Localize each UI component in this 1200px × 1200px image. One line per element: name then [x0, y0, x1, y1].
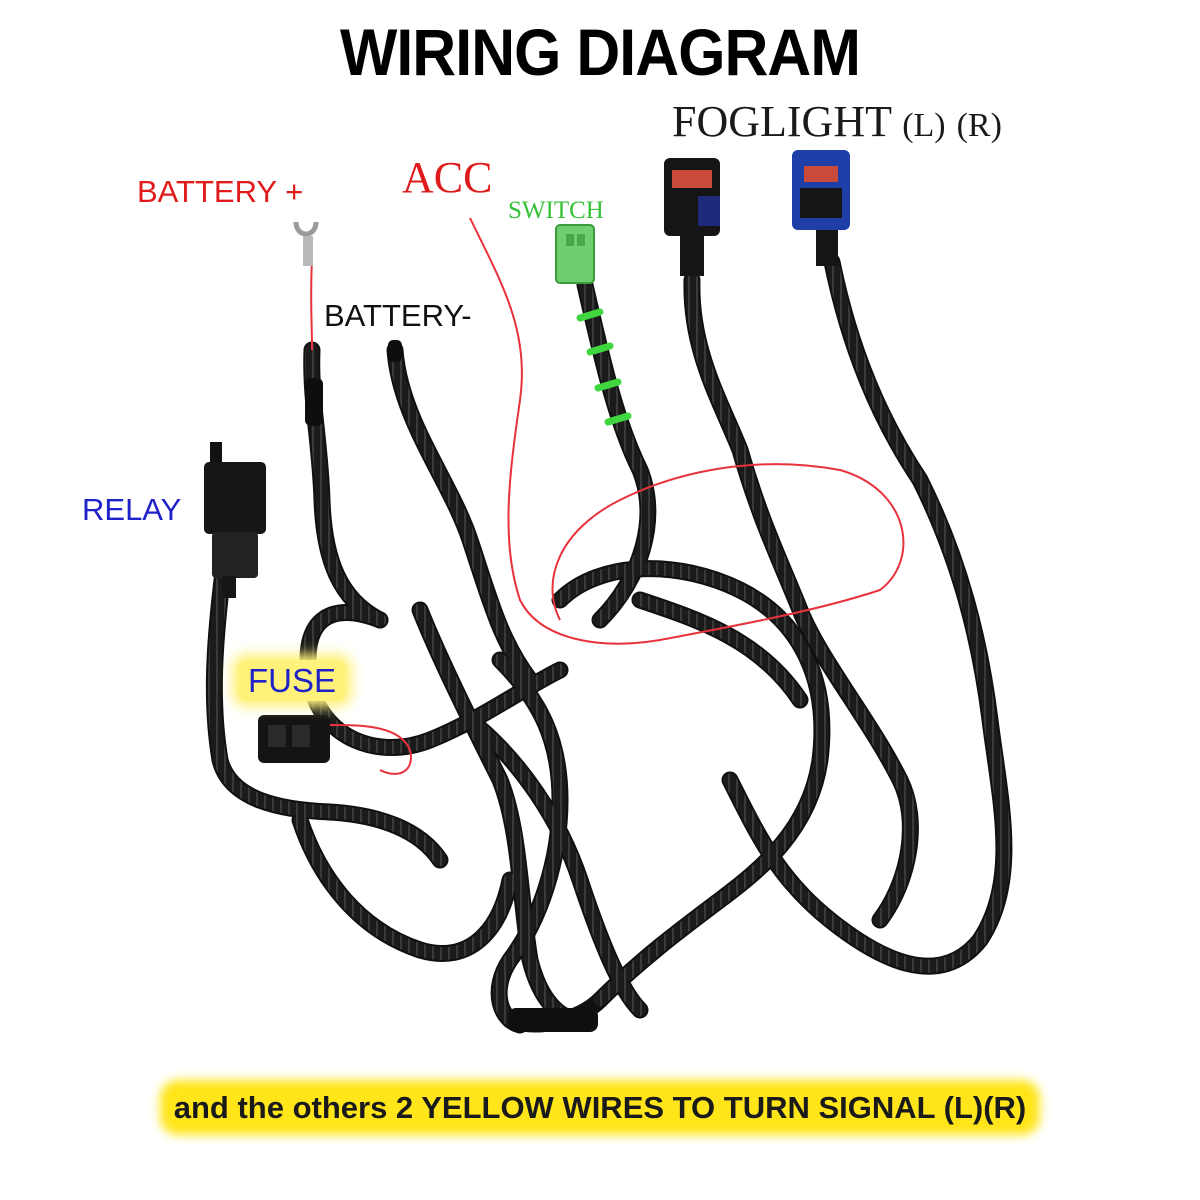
label-battery-minus: BATTERY-: [324, 298, 472, 333]
battery-plus-terminal-icon: [293, 221, 319, 266]
red-wires: [310, 217, 905, 775]
inline-fuse-holder-icon: [305, 378, 323, 426]
footer-note-text: and the others 2 YELLOW WIRES TO TURN SI…: [167, 1088, 1033, 1127]
label-acc: ACC: [402, 153, 493, 202]
label-foglight: FOGLIGHT (L) (R): [672, 100, 1002, 144]
label-foglight-right: (R): [956, 107, 1002, 144]
label-fuse: FUSE: [238, 660, 347, 701]
foglight-left-connector-icon: [664, 158, 720, 276]
label-battery-plus: BATTERY +: [137, 174, 304, 209]
footer-note: and the others 2 YELLOW WIRES TO TURN SI…: [0, 1088, 1200, 1127]
battery-minus-terminal-icon: [388, 340, 402, 362]
junction-block-icon: [508, 1008, 598, 1032]
foglight-right-connector-icon: [792, 150, 850, 266]
label-foglight-text: FOGLIGHT: [672, 97, 892, 146]
fuse-holder-icon: [258, 715, 330, 763]
diagram-title: WIRING DIAGRAM: [339, 15, 861, 89]
green-tape: [576, 308, 632, 426]
label-switch: SWITCH: [508, 197, 604, 224]
relay-icon: [204, 442, 266, 598]
label-relay: RELAY: [82, 492, 182, 527]
label-foglight-left: (L): [902, 107, 946, 144]
switch-connector-icon: [555, 224, 595, 284]
harness-loom: [205, 253, 1013, 1034]
